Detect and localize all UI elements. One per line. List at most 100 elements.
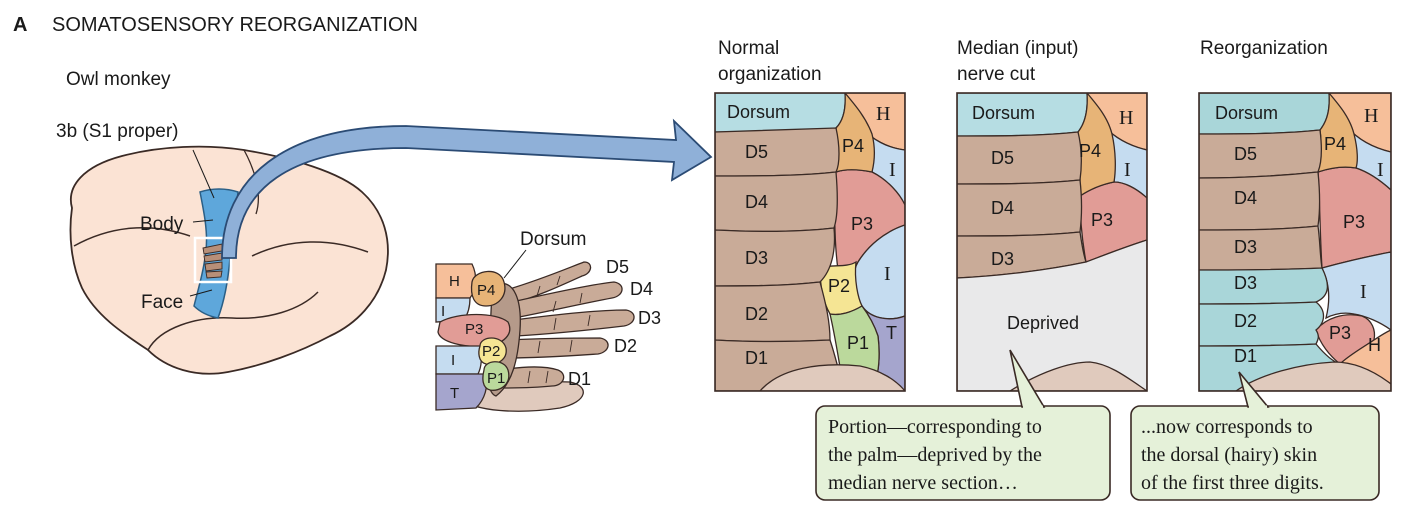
region-d5 [957,131,1082,185]
digit-label-d5: D5 [606,257,629,277]
digit-label-d2: D2 [614,336,637,356]
digit-label-d1: D1 [568,369,591,389]
reorg-label-dorsum: Dorsum [1215,103,1278,123]
normal-label-i2: I [884,263,891,285]
hand-dorsum-label: Dorsum [520,229,587,250]
cut-label-h: H [1119,107,1133,129]
callout-left: Portion—corresponding to the palm—depriv… [815,349,1111,501]
normal-label-p3: P3 [851,214,873,234]
cut-label-dorsum: Dorsum [972,103,1035,123]
area-label: 3b (S1 proper) [56,121,179,142]
callout-right-line1: ...now corresponds to [1141,416,1313,438]
reorg-label-d3b: D3 [1234,237,1257,257]
reorg-label-d3: D3 [1234,273,1257,293]
region-d3-hairy [1199,267,1328,305]
reorg-label-d2: D2 [1234,311,1257,331]
cut-label-i1: I [1124,159,1131,181]
pad-label-p3: P3 [465,321,483,338]
region-d4 [1199,171,1321,231]
map-reorg [1199,93,1391,391]
pad-label-p2: P2 [482,343,500,360]
callout-left-line2: the palm—deprived by the [828,444,1042,466]
leader-line [192,149,215,199]
callout-left-line1: Portion—corresponding to [828,416,1042,438]
pad-p4 [470,270,506,307]
body-label: Body [140,214,184,235]
digit-label-d3: D3 [638,308,661,328]
brain-illustration [69,145,389,375]
finger-d3 [513,309,635,337]
face-label: Face [141,292,183,313]
normal-label-p1: P1 [847,333,869,353]
callout-right-line2: the dorsal (hairy) skin [1141,444,1317,466]
finger-d4 [511,281,623,319]
region-palm-base [759,364,905,391]
reorg-label-p4: P4 [1324,134,1346,154]
pad-p1 [482,361,510,391]
panel-letter: A [13,14,27,36]
reorg-label-i2: I [1360,281,1367,303]
panel-title: SOMATOSENSORY REORGANIZATION [52,14,418,36]
digit-label-d4: D4 [630,279,653,299]
pad-label-t: T [450,385,459,402]
pad-label-p4: P4 [477,282,495,299]
pad-label-p1: P1 [487,370,505,387]
region-palm-base [1234,361,1391,391]
hand-region-box [193,236,233,284]
callout-right-line3: of the first three digits. [1141,472,1324,494]
map-cut-frame [956,92,1148,392]
pad-i-lower [435,345,482,375]
cut-label-d5: D5 [991,148,1014,168]
brain-sulcus [73,226,191,247]
brain-sulcus [251,241,369,257]
normal-label-d2: D2 [745,304,768,324]
map-title-cut-l2: nerve cut [957,64,1036,85]
normal-label-d3: D3 [745,248,768,268]
zoom-arrow [221,118,713,259]
callout-left-line3: median nerve section… [828,472,1018,494]
region-palm-base [1008,361,1147,391]
pad-t [435,373,488,411]
reorg-label-h2: H [1368,335,1381,355]
normal-label-h: H [876,103,890,125]
normal-label-t: T [886,323,897,343]
normal-label-p2: P2 [828,276,850,296]
map-title-normal-l2: organization [718,64,822,85]
callout-right: ...now corresponds to the dorsal (hairy)… [1130,371,1380,501]
normal-label-i1: I [889,159,896,181]
pad-label-i: I [441,303,445,320]
reorg-label-d1: D1 [1234,346,1257,366]
hand-illustration [435,261,635,412]
map-cut [957,93,1147,391]
map-normal-frame [714,92,906,392]
finger-d5 [505,261,592,305]
species-label: Owl monkey [66,69,171,90]
reorg-label-d5: D5 [1234,144,1257,164]
region-d3 [1199,225,1323,271]
leader-line [189,289,213,297]
region-d3 [715,227,836,287]
reorg-label-p3b: P3 [1329,323,1351,343]
reorg-label-i1: I [1377,159,1384,181]
finger-d2 [507,337,609,359]
normal-label-d5: D5 [745,142,768,162]
callout-left-box [815,405,1111,501]
region-d2-hairy [1199,301,1325,347]
cut-label-p3: P3 [1091,210,1113,230]
normal-label-d4: D4 [745,192,768,212]
region-deprived [957,239,1147,391]
map-title-cut-l1: Median (input) [957,38,1078,59]
map-normal [715,93,905,391]
cut-label-d4: D4 [991,198,1014,218]
pad-label-h: H [449,273,460,290]
normal-label-d1: D1 [745,348,768,368]
reorg-label-d4: D4 [1234,188,1257,208]
region-d2 [715,281,831,343]
reorg-label-p3: P3 [1343,212,1365,232]
region-d4 [715,171,838,232]
cut-label-deprived: Deprived [1007,313,1079,333]
region-d4 [957,179,1083,237]
normal-label-dorsum: Dorsum [727,102,790,122]
map-title-normal-l1: Normal [718,38,779,59]
